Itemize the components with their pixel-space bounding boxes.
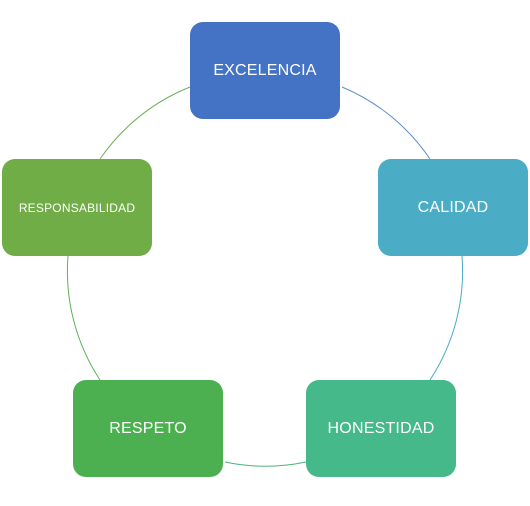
node-label: HONESTIDAD xyxy=(327,419,435,437)
node-honestidad: HONESTIDAD xyxy=(306,380,456,477)
connector-arc-5 xyxy=(99,86,191,160)
node-label: RESPONSABILIDAD xyxy=(18,200,136,215)
connector-arc-2 xyxy=(429,255,464,381)
node-excelencia: EXCELENCIA xyxy=(190,22,340,119)
node-label: CALIDAD xyxy=(417,198,489,216)
node-label: RESPETO xyxy=(109,419,187,437)
connector-arc-1 xyxy=(341,86,431,160)
connector-arc-4 xyxy=(66,255,101,381)
node-responsabilidad: RESPONSABILIDAD xyxy=(2,159,152,256)
node-label: EXCELENCIA xyxy=(213,61,317,79)
connector-arc-3 xyxy=(224,461,307,467)
node-respeto: RESPETO xyxy=(73,380,223,477)
node-calidad: CALIDAD xyxy=(378,159,528,256)
